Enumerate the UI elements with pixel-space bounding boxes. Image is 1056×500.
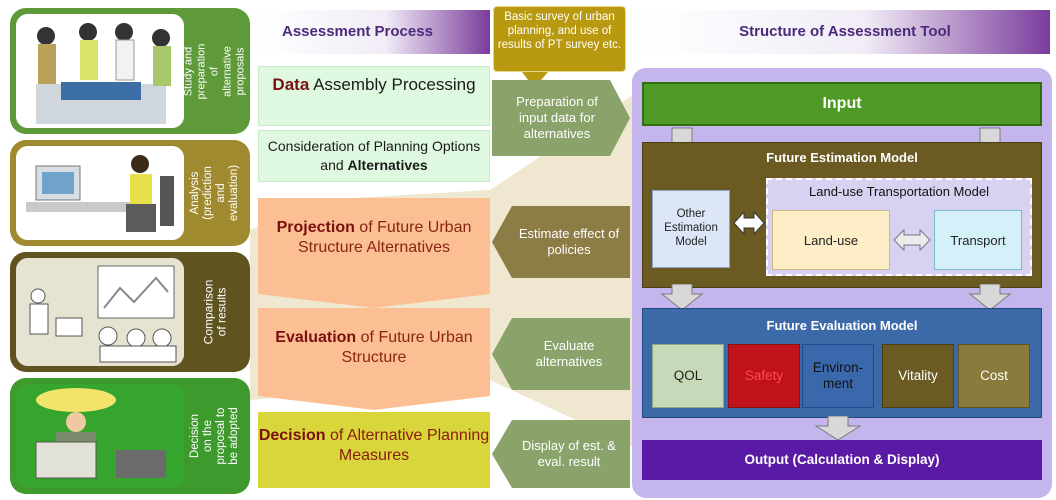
step-projection: Projection of Future Urban Structure Alt…	[258, 198, 490, 294]
meeting-illustration	[16, 14, 184, 128]
eval-safety: Safety	[728, 344, 800, 408]
evaluation-down-arrow	[814, 416, 862, 441]
assessment-process-header: Assessment Process	[258, 10, 490, 54]
arrow-preparation-label: Preparation of input data for alternativ…	[516, 94, 598, 141]
future-estimation-model-title: Future Estimation Model	[766, 150, 918, 165]
step-data-text: Assembly Processing	[309, 75, 476, 94]
step-data-assembly: Data Assembly Processing	[258, 66, 490, 126]
decision-illustration	[16, 384, 184, 488]
arrow-evaluate-label: Evaluate alternatives	[535, 338, 603, 369]
step-projection-text: of Future Urban Structure Alternatives	[297, 219, 472, 256]
arrow-estimate-effect: Estimate effect of policies	[492, 206, 632, 278]
arrow-display-results: Display of est. & eval. result	[492, 420, 632, 488]
side-label-analysis: Analysis (prediction and evaluation)	[189, 164, 240, 222]
input-bar: Input	[642, 82, 1042, 126]
evaluation-arrow-shape	[258, 308, 490, 410]
side-label-decision: Decision on the proposal to be adopted	[189, 407, 240, 465]
eval-cost: Cost	[958, 344, 1030, 408]
step-evaluation-text: of Future Urban Structure	[341, 329, 473, 366]
estimation-down-arrows	[660, 284, 1012, 311]
photo-card-study: Study and preparation of alternative pro…	[10, 8, 250, 134]
eval-vitality: Vitality	[882, 344, 954, 408]
landuse-transport-model-title: Land-use Transportation Model	[809, 184, 989, 199]
landuse-transport-double-arrow-icon	[893, 228, 931, 252]
arrow-estimate-label: Estimate effect of policies	[518, 226, 620, 257]
computer-analysis-illustration	[16, 146, 184, 240]
photo-card-analysis: Analysis (prediction and evaluation)	[10, 140, 250, 246]
eval-environment: Environ-ment	[802, 344, 874, 408]
double-arrow-icon	[733, 210, 765, 236]
arrow-evaluate-alternatives: Evaluate alternatives	[492, 318, 632, 390]
output-bar: Output (Calculation & Display)	[642, 440, 1042, 480]
step-decision-bold: Decision	[258, 427, 326, 444]
step-consideration: Consideration of Planning Options and Al…	[258, 130, 490, 182]
step-decision-text: of Alternative Planning Measures	[325, 427, 490, 464]
projection-arrow-shape	[258, 198, 490, 308]
step-projection-bold: Projection	[276, 219, 355, 236]
transport-box: Transport	[934, 210, 1022, 270]
step-evaluation: Evaluation of Future Urban Structure	[258, 308, 490, 400]
side-label-comparison: Comparison of results	[201, 279, 229, 345]
photo-card-decision: Decision on the proposal to be adopted	[10, 378, 250, 494]
arrow-preparation-input: Preparation of input data for alternativ…	[492, 80, 632, 156]
other-estimation-model: Other Estimation Model	[652, 190, 730, 268]
eval-qol: QOL	[652, 344, 724, 408]
step-data-bold: Data	[272, 75, 310, 94]
future-evaluation-model-title: Future Evaluation Model	[766, 318, 918, 333]
step-evaluation-bold: Evaluation	[275, 329, 357, 346]
basic-survey-callout: Basic survey of urban planning, and use …	[493, 6, 626, 72]
arrow-display-label: Display of est. & eval. result	[522, 438, 616, 469]
assessment-tool-header: Structure of Assessment Tool	[640, 10, 1050, 54]
step-decision: Decision of Alternative Planning Measure…	[258, 412, 490, 488]
photo-card-comparison: Comparison of results	[10, 252, 250, 372]
step-consideration-text: Consideration of Planning Options and	[267, 138, 481, 173]
landuse-box: Land-use	[772, 210, 890, 270]
side-label-study: Study and preparation of alternative pro…	[182, 43, 247, 99]
presentation-illustration	[16, 258, 184, 366]
step-consideration-bold: Alternatives	[347, 157, 428, 173]
